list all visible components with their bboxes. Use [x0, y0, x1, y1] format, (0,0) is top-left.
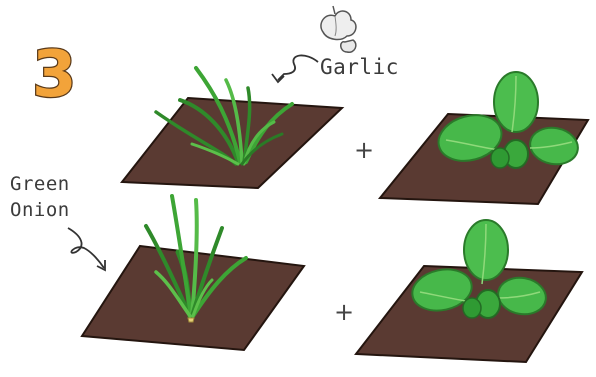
green-onion-label-line1: Green	[10, 173, 70, 195]
garlic-icon	[321, 6, 356, 52]
curly-arrow-icon	[68, 228, 104, 268]
green-onion-label-line2: Onion	[10, 199, 70, 221]
garlic-label: Garlic	[320, 55, 399, 79]
plus-sign-top: +	[354, 136, 374, 164]
plus-sign-bottom: +	[334, 298, 354, 326]
step-number: 3	[32, 38, 77, 112]
